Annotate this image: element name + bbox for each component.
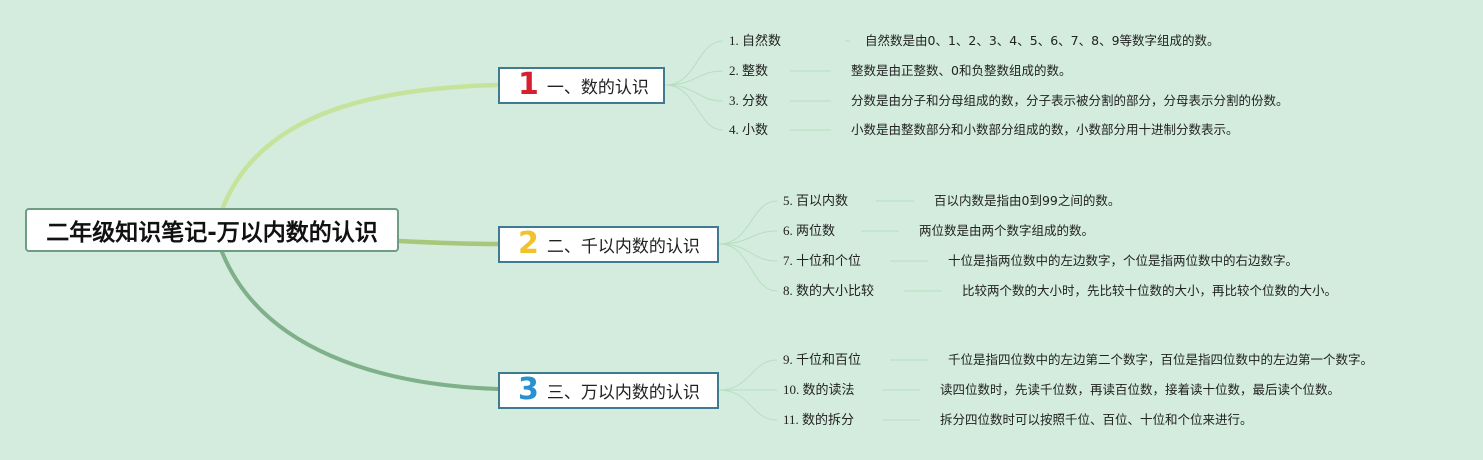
- topic-title: 一、数的认识: [546, 78, 649, 98]
- subtopic-label[interactable]: 8. 数的大小比较: [783, 283, 875, 298]
- topic-title: 二、千以内数的认识: [546, 237, 700, 257]
- subtopic-connector: [718, 243, 778, 292]
- number-2-icon: 2: [518, 225, 539, 261]
- subtopic-connector: [718, 389, 778, 421]
- subtopic-connector: [718, 230, 778, 245]
- subtopic-label[interactable]: 5. 百以内数: [783, 193, 849, 208]
- topic-within-ten-thousand[interactable]: 3 三、万以内数的认识: [498, 372, 719, 409]
- subtopic-description: 读四位数时，先读千位数，再读百位数，接着读十位数，最后读个位数。: [940, 382, 1341, 397]
- subtopic-description: 自然数是由0、1、2、3、4、5、6、7、8、9等数字组成的数。: [865, 33, 1220, 48]
- subtopic-connector: [664, 40, 724, 86]
- subtopic-description: 拆分四位数时可以按照千位、百位、十位和个位来进行。: [940, 412, 1253, 427]
- subtopic-label[interactable]: 7. 十位和个位: [783, 253, 862, 268]
- subtopic-connector: [664, 84, 724, 102]
- subtopic-label[interactable]: 6. 两位数: [783, 223, 836, 238]
- subtopic-description: 比较两个数的大小时，先比较十位数的大小，再比较个位数的大小。: [962, 283, 1338, 298]
- branch-line-3: [220, 250, 500, 391]
- subtopic-connector: [664, 84, 724, 131]
- topic-within-thousand[interactable]: 2 二、千以内数的认识: [498, 226, 719, 263]
- subtopic-connector: [718, 243, 778, 262]
- subtopic-description: 两位数是由两个数字组成的数。: [919, 223, 1095, 238]
- subtopic-connector: [664, 70, 724, 86]
- subtopic-description: 千位是指四位数中的左边第二个数字，百位是指四位数中的左边第一个数字。: [948, 352, 1374, 367]
- root-title: 二年级知识笔记-万以内数的认识: [46, 220, 378, 246]
- subtopic-connector: [718, 359, 778, 391]
- subtopic-description: 百以内数是指由0到99之间的数。: [934, 193, 1121, 208]
- subtopic-description: 小数是由整数部分和小数部分组成的数，小数部分用十进制分数表示。: [851, 122, 1239, 137]
- subtopic-description: 整数是由正整数、0和负整数组成的数。: [851, 63, 1072, 78]
- number-1-icon: 1: [518, 66, 539, 102]
- subtopic-description: 分数是由分子和分母组成的数，分子表示被分割的部分，分母表示分割的份数。: [851, 93, 1289, 108]
- subtopic-label[interactable]: 1. 自然数: [729, 33, 782, 48]
- subtopic-label[interactable]: 11. 数的拆分: [783, 412, 855, 427]
- branch-line-2: [396, 238, 501, 247]
- subtopic-label[interactable]: 4. 小数: [729, 122, 769, 137]
- topic-title: 三、万以内数的认识: [546, 383, 700, 403]
- subtopic-connector: [718, 200, 778, 245]
- branch-line-1: [219, 82, 501, 213]
- number-3-icon: 3: [518, 371, 539, 407]
- subtopic-label[interactable]: 10. 数的读法: [783, 382, 855, 397]
- subtopic-label[interactable]: 9. 千位和百位: [783, 352, 862, 367]
- subtopic-description: 十位是指两位数中的左边数字，个位是指两位数中的右边数字。: [948, 253, 1299, 268]
- root-topic[interactable]: 二年级知识笔记-万以内数的认识: [25, 208, 399, 252]
- subtopic-label[interactable]: 2. 整数: [729, 63, 769, 78]
- subtopic-label[interactable]: 3. 分数: [729, 93, 769, 108]
- topic-number-recognition[interactable]: 1 一、数的认识: [498, 67, 665, 104]
